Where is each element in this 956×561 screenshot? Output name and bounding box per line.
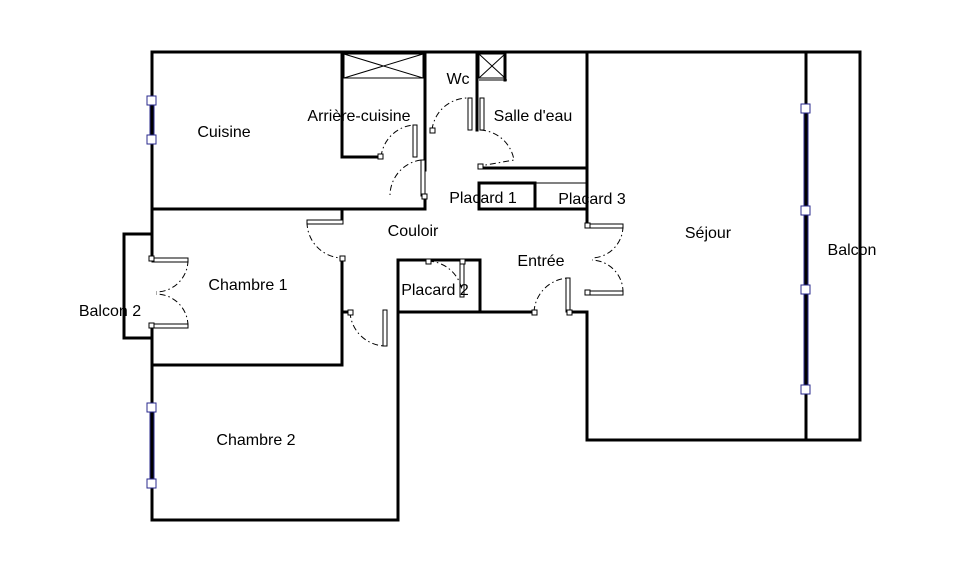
label-placard-1: Placard 1 [449, 190, 517, 207]
wall-balcon-2 [122, 232, 154, 340]
label-balcon-2: Balcon 2 [79, 303, 141, 320]
label-wc: Wc [446, 71, 469, 88]
label-arriere-cuisine: Arrière-cuisine [307, 108, 410, 125]
label-salle-deau: Salle d'eau [494, 108, 573, 125]
label-chambre-2: Chambre 2 [216, 432, 295, 449]
label-entree: Entrée [517, 253, 564, 270]
doors [148, 97, 624, 347]
label-sejour: Séjour [685, 225, 732, 242]
windows [146, 95, 811, 489]
wall-arriere-cuisine [340, 50, 383, 159]
label-cuisine: Cuisine [197, 124, 250, 141]
room-labels: Cuisine Arrière-cuisine Wc Salle d'eau P… [79, 71, 877, 449]
label-balcon: Balcon [828, 242, 877, 259]
label-couloir: Couloir [388, 223, 439, 240]
label-placard-2: Placard 2 [401, 282, 469, 299]
label-chambre-1: Chambre 1 [208, 277, 287, 294]
wall-placard-2 [396, 258, 482, 314]
walls [122, 50, 862, 522]
wall-exterior-lower [150, 310, 400, 522]
ducts [343, 50, 587, 184]
wall-exterior-main [150, 50, 862, 442]
label-placard-3: Placard 3 [558, 191, 626, 208]
